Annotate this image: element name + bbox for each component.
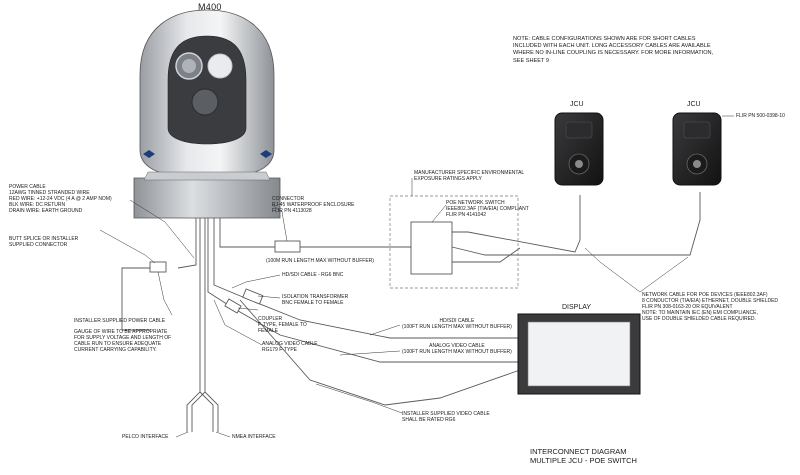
analog-video-cable-label: ANALOG VIDEO CABLE(100FT RUN LENGTH MAX …: [402, 343, 512, 355]
camera-neck: [143, 171, 271, 181]
cables: [121, 192, 701, 432]
visible-lens: [207, 53, 233, 79]
camera-base: [133, 177, 281, 219]
network-cable-camera: [219, 218, 411, 248]
installer-power-cable-label: INSTALLER SUPPLIED POWER CABLE: [74, 318, 166, 324]
lower-lens: [191, 88, 219, 116]
analog-video-cable: [207, 218, 518, 363]
hd-sdi-cable: [213, 218, 518, 339]
poe-network-switch: [410, 221, 453, 275]
coupler: [224, 298, 242, 314]
network-cable-jcu-2: [451, 192, 701, 256]
butt-splice: [149, 261, 167, 273]
logo-mark-left: [143, 150, 155, 158]
jcu-right-label: JCU: [687, 101, 701, 108]
jcu-left-label: JCU: [570, 101, 584, 108]
camera-unit: [133, 9, 281, 219]
display-monitor: [517, 313, 641, 395]
hd-sdi-rg6-label: HD/SDI CABLE - RG6 BNC: [282, 272, 344, 278]
waterproof-connector: [274, 240, 301, 253]
hd-sdi-cable-label: HD/SDI CABLE(100FT RUN LENGTH MAX WITHOU…: [402, 318, 512, 330]
jcu-part-number: FLIR PN 500-0398-10: [736, 113, 785, 119]
leader-lines: [99, 115, 734, 438]
nmea-interface-label: NMEA INTERFACE: [232, 434, 276, 440]
power-cable: [121, 218, 197, 331]
general-note: NOTE: CABLE CONFIGURATIONS SHOWN ARE FOR…: [513, 36, 714, 64]
camera-model-label: M400: [198, 2, 222, 12]
installer-video-cable: [239, 299, 521, 406]
run-length-100m-label: (100M RUN LENGTH MAX WITHOUT BUFFER): [266, 258, 374, 264]
logo-mark-right: [260, 150, 272, 158]
serial-harness: [191, 218, 219, 432]
network-cable-jcu-1: [452, 195, 581, 253]
network-cable-label: NETWORK CABLE FOR POE DEVICES (IEEE802.3…: [642, 292, 779, 322]
jcu-right: [672, 112, 722, 186]
isolation-transformer: [242, 288, 264, 305]
jcu-left: [554, 112, 604, 186]
pelco-interface-label: PELCO INTERFACE: [122, 434, 169, 440]
display-label: DISPLAY: [562, 304, 592, 311]
